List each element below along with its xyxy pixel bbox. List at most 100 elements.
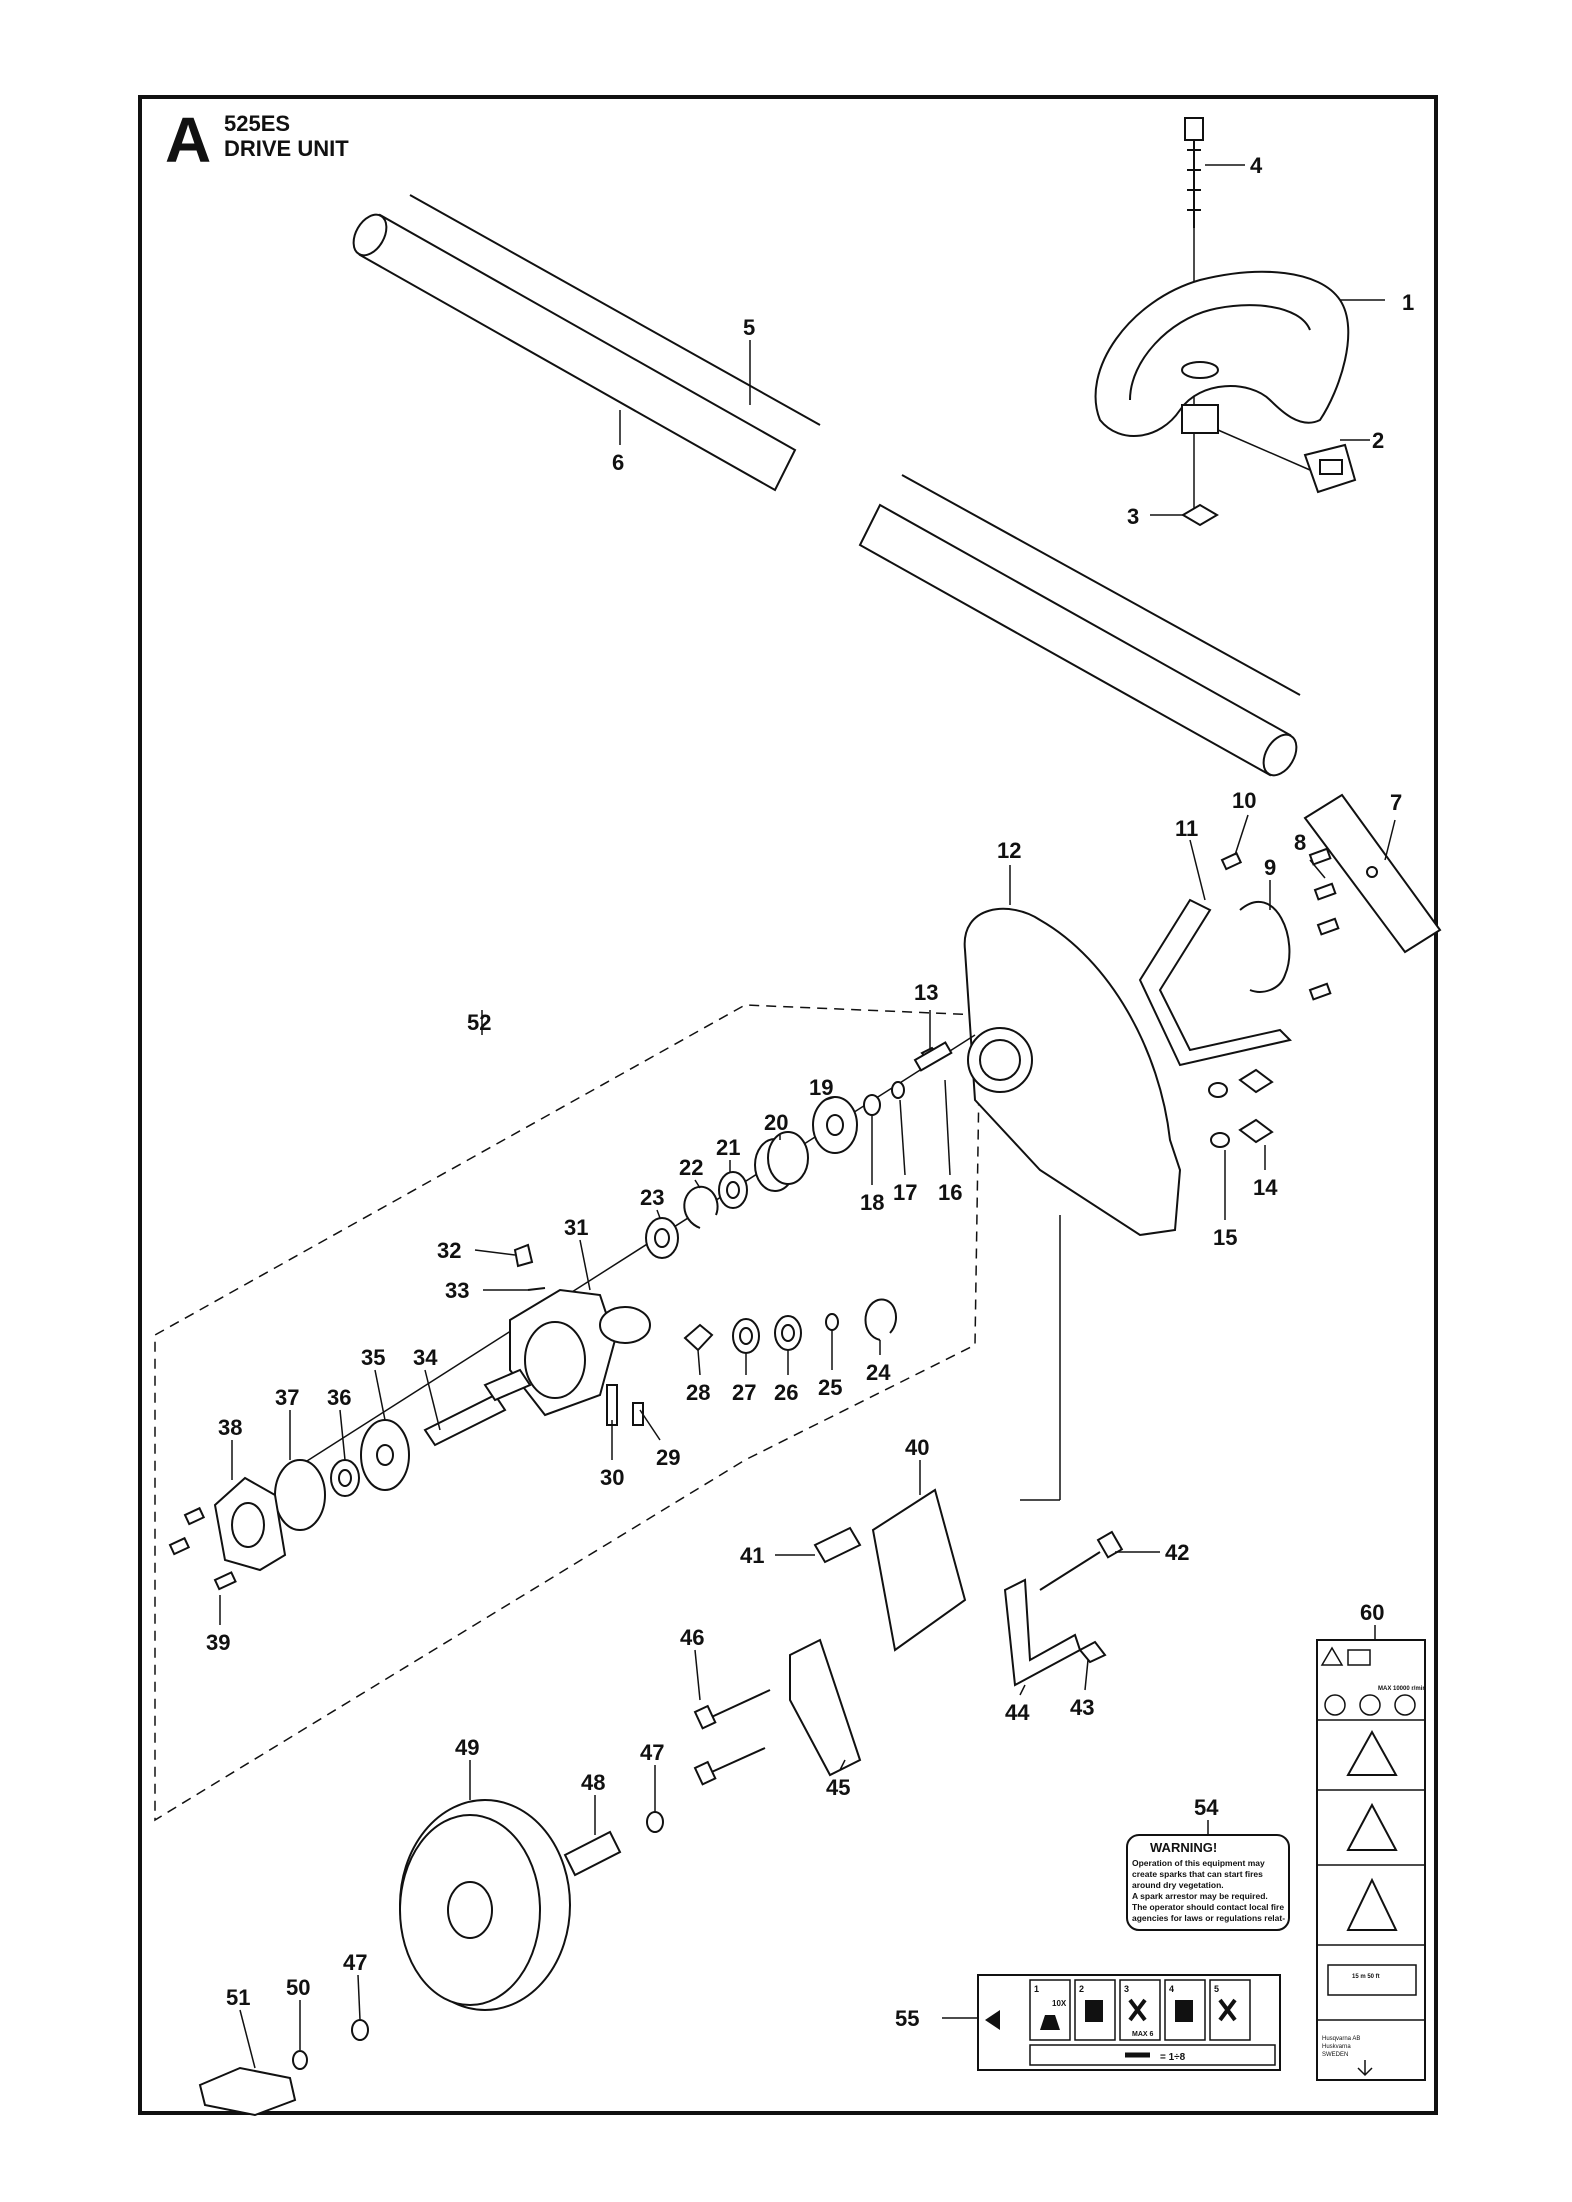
choke-icon xyxy=(1040,2015,1060,2030)
part-44-bracket xyxy=(1003,1578,1082,1687)
callout-51: 51 xyxy=(226,1985,250,2010)
part-16-screw xyxy=(913,1041,953,1072)
hazard-triangle-icon-1 xyxy=(1346,1729,1398,1776)
callout-19: 19 xyxy=(809,1075,833,1100)
callout-55: 55 xyxy=(895,2006,919,2031)
maker-line-1: Husqvarna AB xyxy=(1322,2036,1360,2042)
callout-26: 26 xyxy=(774,1380,798,1405)
step-3-text: MAX 6 xyxy=(1132,2031,1154,2038)
warning-line-4: A spark arrestor may be required. xyxy=(1132,1891,1268,1901)
part-9-ring xyxy=(1239,901,1291,993)
callout-5: 5 xyxy=(743,315,755,340)
part-50-washer xyxy=(292,2050,308,2070)
part-41-bracket xyxy=(813,1526,862,1564)
part-45-wheel-bracket xyxy=(789,1638,862,1777)
part-27-bearing xyxy=(732,1318,760,1354)
callout-12: 12 xyxy=(997,838,1021,863)
eye-protection-icon xyxy=(1324,1694,1346,1716)
arrow-left-icon xyxy=(985,2010,1000,2030)
part-49-wheel xyxy=(399,1799,571,2011)
part-24-circlip xyxy=(864,1298,897,1341)
callout-11: 11 xyxy=(1175,816,1198,841)
warning-line-1: Operation of this equipment may xyxy=(1132,1858,1265,1868)
part-30-screw xyxy=(606,1384,618,1426)
warning-triangle-icon xyxy=(1320,1646,1344,1666)
callout-33: 33 xyxy=(445,1278,469,1303)
part-37-o-ring xyxy=(274,1459,326,1531)
callout-47a: 47 xyxy=(640,1740,664,1765)
callout-42: 42 xyxy=(1165,1540,1189,1565)
part-6-tube xyxy=(352,213,1298,777)
part-34-spindle xyxy=(423,1368,532,1447)
hazard-triangle-icon-2 xyxy=(1346,1802,1398,1851)
callout-30: 30 xyxy=(600,1465,624,1490)
callout-31: 31 xyxy=(564,1215,588,1240)
section-letter: A xyxy=(165,104,212,176)
tool-icon-step5 xyxy=(1218,1998,1237,2022)
callout-22: 22 xyxy=(679,1155,703,1180)
step-1-text: 10X xyxy=(1052,1999,1067,2008)
part-25-washer xyxy=(825,1313,839,1331)
part-14-nuts xyxy=(1238,1068,1274,1144)
callout-27: 27 xyxy=(732,1380,756,1405)
part-26-bearing xyxy=(774,1315,802,1351)
part-20-hub xyxy=(754,1131,809,1192)
part-38-cover xyxy=(213,1476,287,1572)
part-3-nut xyxy=(1181,503,1219,527)
callout-36: 36 xyxy=(327,1385,351,1410)
callout-54: 54 xyxy=(1194,1795,1219,1820)
part-17-washer xyxy=(891,1081,905,1099)
callout-46: 46 xyxy=(680,1625,704,1650)
callout-45: 45 xyxy=(826,1775,850,1800)
callout-50: 50 xyxy=(286,1975,310,2000)
callout-43: 43 xyxy=(1070,1695,1094,1720)
callout-4: 4 xyxy=(1250,153,1263,178)
part-55-start-decal: 1 2 3 4 5 10X MAX 6 = 1÷8 xyxy=(977,1974,1281,2071)
part-4-bolt xyxy=(1184,117,1204,228)
screw-38b xyxy=(168,1536,191,1556)
callout-47b: 47 xyxy=(343,1950,367,1975)
part-18-washer xyxy=(863,1094,881,1116)
part-8-bolts xyxy=(1308,847,1340,1001)
distance-text: 15 m 50 ft xyxy=(1352,1974,1380,1980)
step-4: 4 xyxy=(1169,1984,1174,1994)
leader-lines xyxy=(219,164,1396,2069)
step-2: 2 xyxy=(1079,1984,1084,1994)
diagram-title: DRIVE UNIT xyxy=(224,136,349,161)
callout-48: 48 xyxy=(581,1770,605,1795)
callout-2: 2 xyxy=(1372,428,1384,453)
model-name: 525ES xyxy=(224,111,291,136)
part-39-screw xyxy=(213,1571,237,1591)
part-21-spacer xyxy=(718,1171,748,1209)
part-36-bearing xyxy=(330,1459,360,1497)
step-3: 3 xyxy=(1124,1984,1129,1994)
part-29-screw xyxy=(632,1402,644,1426)
callout-15: 15 xyxy=(1213,1225,1237,1250)
part-47-washer-a xyxy=(646,1811,664,1833)
fuel-ratio: = 1÷8 xyxy=(1160,2052,1186,2063)
callout-1: 1 xyxy=(1402,290,1414,315)
manual-book-icon xyxy=(1347,1649,1371,1666)
part-42-bolt xyxy=(1039,1530,1124,1591)
part-51-hub-cap xyxy=(198,2066,297,2117)
callout-28: 28 xyxy=(686,1380,710,1405)
warning-line-5: The operator should contact local fire xyxy=(1132,1902,1284,1912)
step-1: 1 xyxy=(1034,1984,1039,1994)
speed-text: MAX 10000 r/min xyxy=(1378,1686,1426,1692)
callout-24: 24 xyxy=(866,1360,891,1385)
tool-icon-step3 xyxy=(1128,1998,1147,2022)
part-43-nut xyxy=(1078,1640,1107,1664)
warning-line-6: agencies for laws or regulations relat- xyxy=(1132,1913,1285,1923)
callout-16: 16 xyxy=(938,1180,962,1205)
callout-9: 9 xyxy=(1264,855,1276,880)
part-12-blade-guard xyxy=(963,907,1182,1237)
part-11-bracket xyxy=(1138,898,1292,1067)
boot-icon xyxy=(1394,1694,1416,1716)
part-32-grease-nipple xyxy=(513,1243,534,1268)
part-54-warning-decal: WARNING! Operation of this equipment may… xyxy=(1126,1834,1290,1931)
part-1-handle xyxy=(1094,270,1350,437)
callout-40: 40 xyxy=(905,1435,929,1460)
part-31-gear-housing xyxy=(509,1288,651,1417)
step-5: 5 xyxy=(1214,1984,1219,1994)
